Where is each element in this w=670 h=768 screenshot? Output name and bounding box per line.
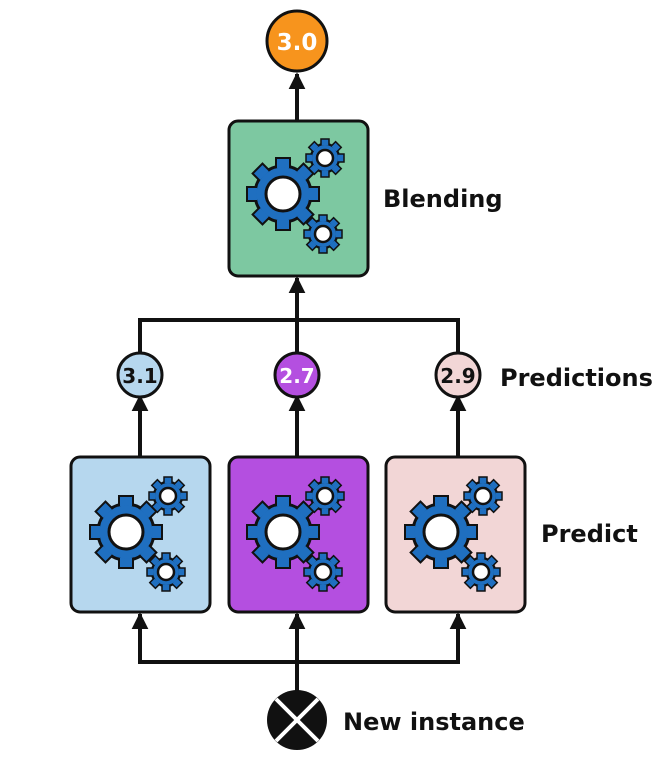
arrow-input-to-predictor3 [297,612,467,664]
blending-label: Blending [383,185,503,213]
prediction-value-3: 2.9 [440,364,475,388]
predictions-label: Predictions [500,364,653,392]
prediction-value-1: 3.1 [122,364,157,388]
predict-label: Predict [541,520,638,548]
arrow-input-to-predictor1 [131,612,299,695]
new-instance-label: New instance [343,708,525,736]
prediction-node-2 [273,351,321,399]
prediction-node-3 [434,351,482,399]
prediction-value-2: 2.7 [279,364,314,388]
output-value: 3.0 [277,30,318,56]
connectors [131,72,467,695]
prediction-node-1 [116,351,164,399]
x-circle-icon [267,690,327,750]
output-value-node [265,9,329,73]
